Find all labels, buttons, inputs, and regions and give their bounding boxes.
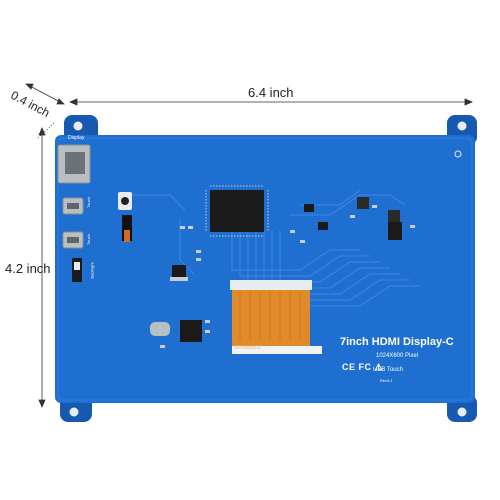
ic-right-2 (304, 204, 314, 212)
height-arrow-bottom (38, 399, 46, 409)
height-dimension-label: 4.2 inch (5, 261, 51, 276)
height-arrow-top (38, 126, 46, 136)
components (118, 150, 462, 348)
revision-silkscreen: Rev3.1 (380, 378, 393, 383)
pcb-board (55, 135, 475, 403)
ic-right-1 (388, 222, 402, 240)
ffc-code-label: 10-0000000 (234, 345, 261, 351)
capacitor-black (122, 215, 132, 241)
crystal-oscillator (150, 322, 170, 336)
width-arrow-right (464, 98, 474, 106)
depth-arrow-b (56, 98, 65, 105)
mount-holes (69, 121, 467, 417)
inductor-2 (388, 210, 400, 222)
small-ic (180, 320, 202, 342)
mount-hole (457, 121, 467, 131)
regulator (172, 265, 186, 277)
ffc-ribbon (232, 290, 310, 346)
width-dimension-label: 6.4 inch (248, 85, 294, 100)
inductor-1 (357, 197, 369, 209)
mount-hole (73, 121, 83, 131)
depth-ext-line (37, 121, 56, 139)
mount-hole (69, 407, 79, 417)
width-arrow-left (68, 98, 78, 106)
mount-hole (457, 407, 467, 417)
port-label-power: Touch (85, 234, 91, 245)
ffc-ribbon-tail (232, 346, 322, 354)
ffc-connector (230, 280, 312, 290)
ffc-assembly (230, 280, 322, 354)
dimension-lines (25, 83, 474, 409)
fiducial (454, 150, 462, 158)
port-label-backlight: Backlight (89, 262, 95, 279)
micro-usb-touch-opening (67, 203, 79, 209)
depth-arrow-a (25, 83, 34, 90)
backlight-switch-knob (74, 262, 80, 270)
depth-dimension-line (27, 84, 63, 104)
port-label-display: Display (68, 135, 85, 141)
micro-usb-power-opening (67, 237, 79, 243)
ports (57, 144, 91, 282)
certification-marks: CE FC ⚠ (342, 362, 384, 372)
port-label-touch: Touch (85, 197, 91, 208)
main-ic-chip (210, 190, 264, 232)
product-name-silkscreen: 7inch HDMI Display-C (340, 336, 454, 348)
button-switch-cap (121, 197, 129, 205)
pcb-inner-edge (57, 137, 473, 401)
regulator-tab (170, 277, 188, 281)
resolution-silkscreen: 1024X600 Pixel (376, 353, 419, 359)
hdmi-port-opening (65, 152, 85, 174)
usb-touch-silkscreen: USB Touch (373, 367, 403, 373)
capacitor-orange (124, 230, 130, 242)
ic-right-3 (318, 222, 328, 230)
